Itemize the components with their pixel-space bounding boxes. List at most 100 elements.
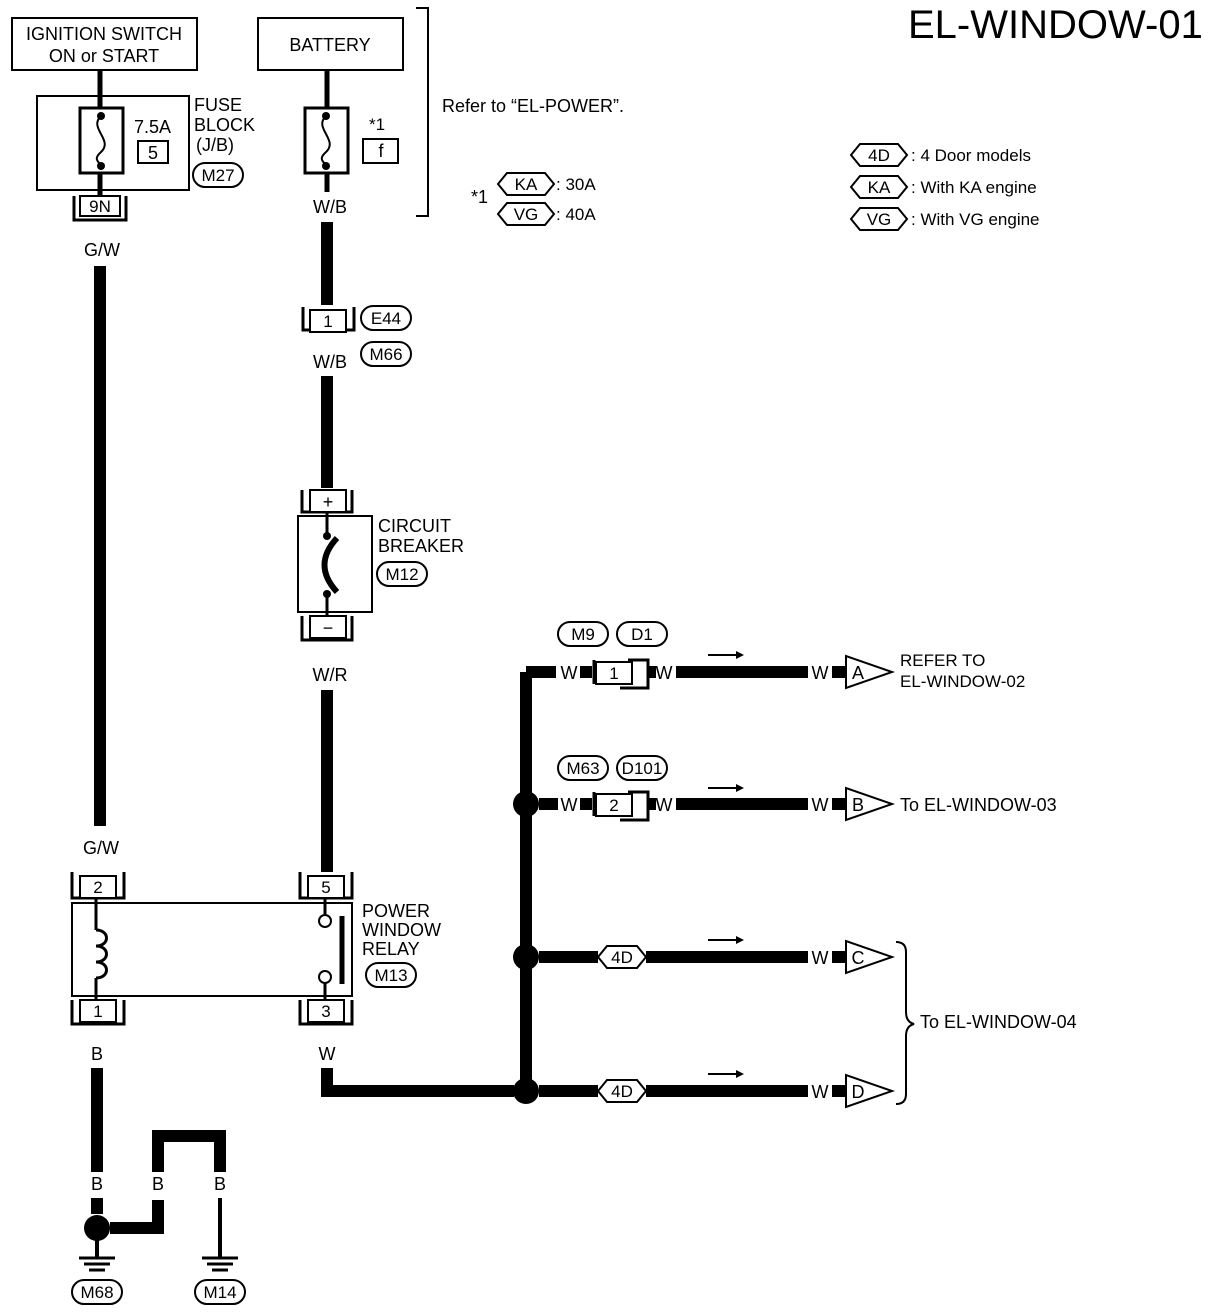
svg-text:3: 3 [321, 1002, 330, 1021]
ignition-label-2: ON or START [49, 46, 159, 66]
splice-c [513, 944, 539, 970]
relay-pin-1 [79, 999, 117, 1023]
wire-color-w-a1: W [561, 663, 578, 683]
fuse-link-icon [320, 115, 331, 167]
svg-text:A: A [852, 663, 864, 683]
wire-color-w-b1: W [561, 795, 578, 815]
connector-tag-m66 [360, 341, 412, 367]
relay-coil-icon [95, 928, 108, 980]
wire-b-jumper [152, 1130, 226, 1172]
connector-tag-m27 [192, 162, 244, 188]
circuit-breaker [297, 515, 373, 613]
svg-text:1: 1 [609, 664, 618, 683]
fuse-amp: 7.5A [134, 117, 171, 137]
splice-ground [84, 1215, 110, 1241]
connector-tag-m9 [557, 621, 609, 647]
svg-text:M66: M66 [369, 345, 402, 364]
wire-color-w-a3: W [812, 663, 829, 683]
connector-tag-e44 [360, 305, 412, 331]
svg-text:M68: M68 [80, 1283, 113, 1302]
svg-text:2: 2 [93, 878, 102, 897]
svg-text:D101: D101 [622, 759, 663, 778]
wire-color-w-relay: W [319, 1044, 336, 1064]
svg-text:4D: 4D [868, 146, 890, 165]
output-a-text-1: REFER TO [900, 651, 985, 670]
legend-text-4d: : 4 Door models [911, 146, 1031, 165]
svg-text:M63: M63 [566, 759, 599, 778]
battery-label: BATTERY [289, 35, 370, 55]
power-bracket [416, 7, 429, 217]
fuse-block-label-1: FUSE [194, 95, 242, 115]
svg-text:9N: 9N [89, 197, 111, 216]
connector-tag-m63 [557, 755, 609, 781]
svg-text:KA: KA [515, 175, 538, 194]
wire-color-w-b2: W [656, 795, 673, 815]
terminal-9n [79, 195, 121, 217]
output-arrow-a [845, 654, 896, 690]
splice-b [513, 791, 539, 817]
wire-color-w-c: W [812, 948, 829, 968]
fuse-block-label-3: (J/B) [196, 135, 234, 155]
wire-color-w-a2: W [656, 663, 673, 683]
svg-text:M9: M9 [571, 625, 595, 644]
legend-tag-ka [849, 175, 909, 199]
output-arrow-b [845, 786, 896, 822]
wire-color-b-1: B [91, 1044, 103, 1064]
output-arrow-d [845, 1073, 896, 1109]
power-window-relay [71, 902, 353, 997]
inline-connector-d101 [595, 793, 633, 817]
svg-text:+: + [323, 492, 334, 512]
relay-label-3: RELAY [362, 939, 420, 959]
svg-text:4D: 4D [611, 1082, 633, 1101]
wire-color-wr: W/R [313, 665, 348, 685]
connector-tag-m12 [376, 561, 428, 587]
output-a-text-2: EL-WINDOW-02 [900, 672, 1025, 691]
battery-fuse-mark: *1 [369, 115, 385, 134]
battery-box [257, 17, 404, 71]
legend-text-ka: : With KA engine [911, 178, 1037, 197]
battery-fuse-letter: f [378, 141, 384, 161]
wire-color-wb-mid: W/B [313, 352, 347, 372]
wire-color-b-3: B [152, 1174, 164, 1194]
wire-color-wb-top: W/B [313, 197, 347, 217]
svg-text:E44: E44 [371, 309, 401, 328]
wire-color-b-2: B [91, 1174, 103, 1194]
svg-text:4D: 4D [611, 948, 633, 967]
fuse-element-icon [95, 115, 106, 167]
ignition-label-1: IGNITION SWITCH [26, 24, 182, 44]
splice-d [513, 1078, 539, 1104]
svg-text:2: 2 [609, 796, 618, 815]
legend-tag-4d [849, 143, 909, 167]
connector-tag-d101 [616, 755, 668, 781]
svg-text:C: C [852, 948, 865, 968]
svg-text:KA: KA [868, 178, 891, 197]
wire-color-gw-top: G/W [84, 240, 120, 260]
svg-text:M27: M27 [201, 166, 234, 185]
wire-color-w-d: W [812, 1082, 829, 1102]
svg-text:B: B [852, 795, 864, 815]
fuse-note-ka-value: : 30A [556, 175, 596, 194]
connector-tag-m13 [365, 962, 417, 988]
svg-text:M14: M14 [203, 1283, 236, 1302]
brace-icon [895, 941, 915, 1105]
inline-connector-d1 [595, 661, 633, 685]
output-b-text: To EL-WINDOW-03 [900, 795, 1057, 815]
relay-contact-icon [318, 914, 332, 928]
relay-label-1: POWER [362, 901, 430, 921]
legend-tag-vg [849, 207, 909, 231]
legend-text-vg: : With VG engine [911, 210, 1040, 229]
svg-text:M13: M13 [374, 966, 407, 985]
wire-color-b-4: B [214, 1174, 226, 1194]
svg-text:5: 5 [321, 878, 330, 897]
current-arrow-icon [736, 651, 744, 659]
fuse-block-label-2: BLOCK [194, 115, 255, 135]
breaker-label-2: BREAKER [378, 536, 464, 556]
breaker-minus-terminal [309, 615, 347, 639]
fuse-note-mark: *1 [471, 187, 488, 207]
tag-vg [496, 202, 556, 226]
relay-label-2: WINDOW [362, 920, 441, 940]
wire-w-relay-out [321, 1068, 514, 1097]
svg-text:1: 1 [323, 312, 332, 331]
svg-text:D: D [852, 1082, 865, 1102]
